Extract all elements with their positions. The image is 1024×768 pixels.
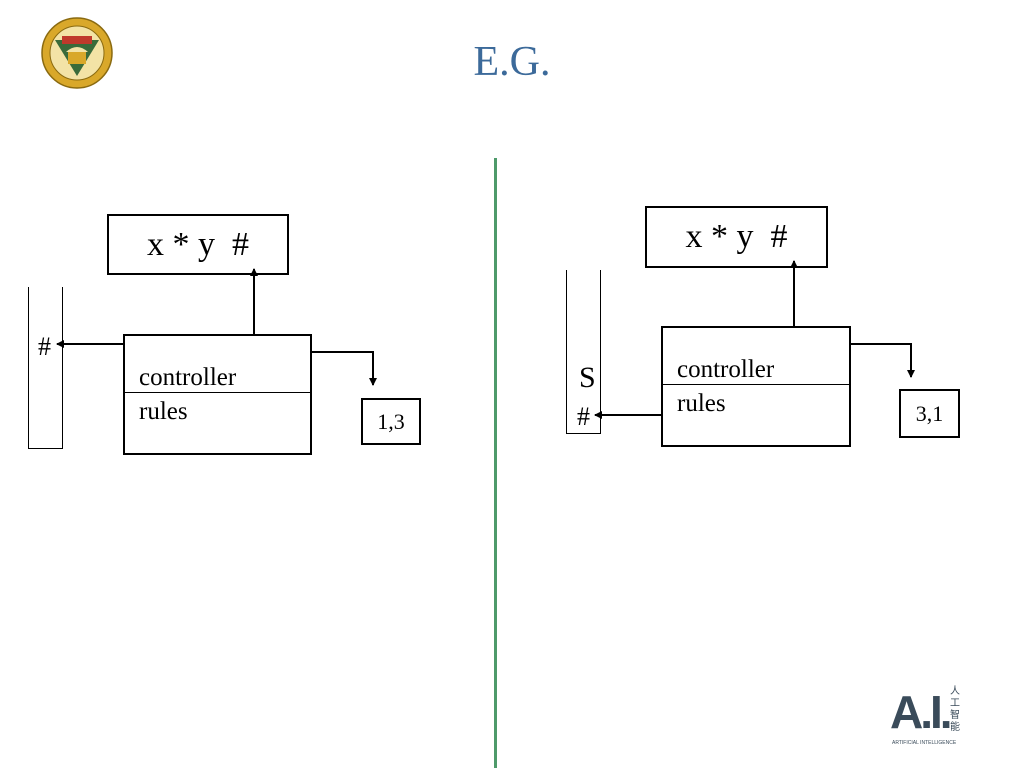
left-controller-divider (125, 392, 310, 393)
ai-logo-char-4: 能 (950, 722, 960, 733)
right-input-tape: x * y # (645, 206, 828, 268)
ai-logo-char-1: 人 (950, 686, 960, 697)
right-rules-label: rules (677, 390, 726, 417)
slide-title: E.G. (473, 39, 551, 85)
ai-logo-char-2: 工 (950, 698, 960, 709)
right-controller-divider (663, 384, 849, 385)
ai-logo: A.I. 人 工 智 能 ARTIFICIAL INTELLIGENCE (890, 684, 970, 750)
right-output-arrow (851, 343, 915, 378)
right-stack-symbol-s: S (579, 361, 596, 394)
ai-logo-main: A.I. (890, 686, 953, 738)
left-output-box: 1,3 (361, 398, 421, 445)
left-controller-box: controller rules (123, 334, 312, 455)
left-input-tape: x * y # (107, 214, 289, 275)
left-rules-label: rules (139, 398, 188, 425)
left-stack-symbol: # (38, 332, 51, 361)
right-stack (566, 270, 601, 434)
right-controller-label: controller (677, 356, 775, 383)
ai-logo-subtitle: ARTIFICIAL INTELLIGENCE (892, 740, 957, 746)
right-stack-symbol-hash: # (577, 402, 590, 431)
ai-logo-char-3: 智 (950, 710, 960, 721)
university-seal-icon (41, 17, 113, 89)
left-output-arrow (312, 351, 377, 386)
right-output-box: 3,1 (899, 389, 960, 438)
left-controller-label: controller (139, 364, 237, 391)
left-stack (28, 287, 63, 449)
right-controller-box: controller rules (661, 326, 851, 447)
section-divider (494, 158, 497, 768)
